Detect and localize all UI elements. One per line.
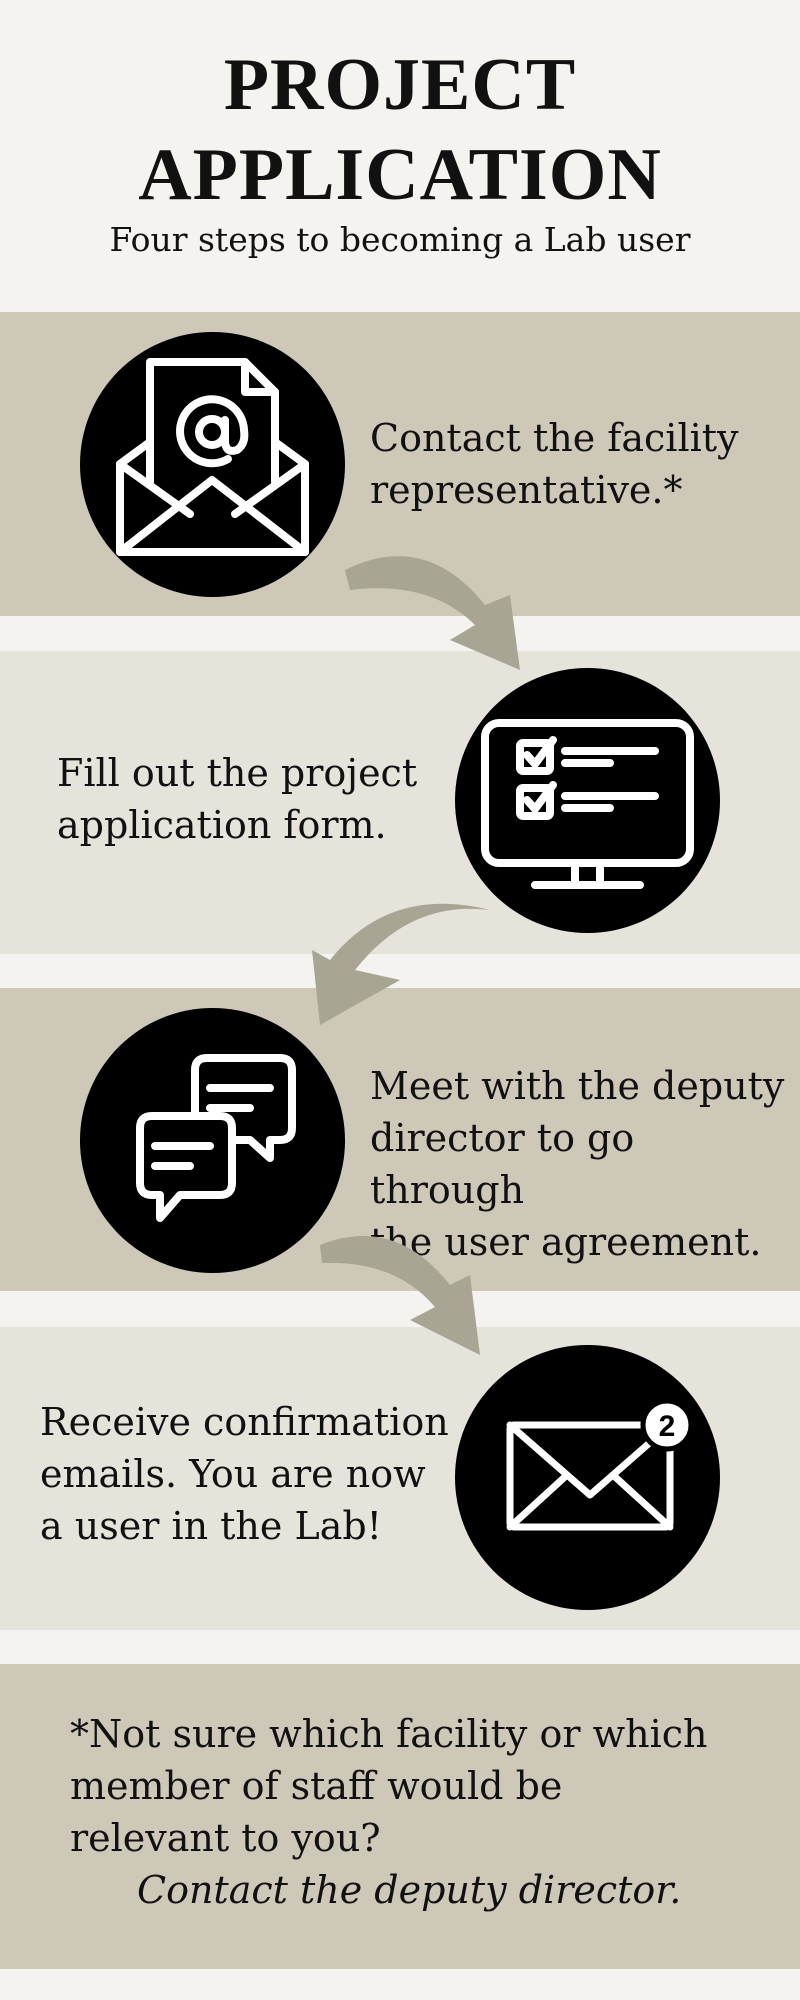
arrow-step-2-to-3 (312, 903, 490, 1025)
step-3-icon-circle (80, 1008, 345, 1273)
arrow-step-3-to-4 (320, 1236, 480, 1355)
step-4-icon-circle: 2 (455, 1345, 720, 1610)
arrow-step-1-to-2 (345, 556, 520, 670)
title-line-1: PROJECT (223, 44, 577, 126)
header: PROJECT APPLICATION Four steps to becomi… (0, 0, 800, 300)
email-at-icon (116, 358, 309, 556)
step-1-icon-circle (80, 332, 345, 597)
note-text: *Not sure which facility or which member… (70, 1712, 708, 1860)
notification-badge-count: 2 (659, 1410, 676, 1443)
note-band (0, 1664, 800, 1969)
step-3-text: Meet with the deputy director to go thro… (370, 1064, 785, 1264)
mail-notification-icon: 2 (506, 1398, 694, 1531)
notification-badge (640, 1398, 694, 1452)
step-2-icon-circle (455, 668, 720, 933)
step-1-text: Contact the facility representative.* (370, 416, 739, 512)
title-line-2: APPLICATION (138, 134, 662, 216)
step-2-text: Fill out the project application form. (57, 751, 418, 847)
page-title: PROJECT APPLICATION (0, 40, 800, 220)
note-contact: Contact the deputy director. (137, 1868, 682, 1912)
page-subtitle: Four steps to becoming a Lab user (109, 220, 691, 259)
monitor-checklist-icon (481, 719, 694, 889)
chat-bubbles-icon (136, 1054, 296, 1222)
step-4-text: Receive confirmation emails. You are now… (40, 1400, 449, 1548)
